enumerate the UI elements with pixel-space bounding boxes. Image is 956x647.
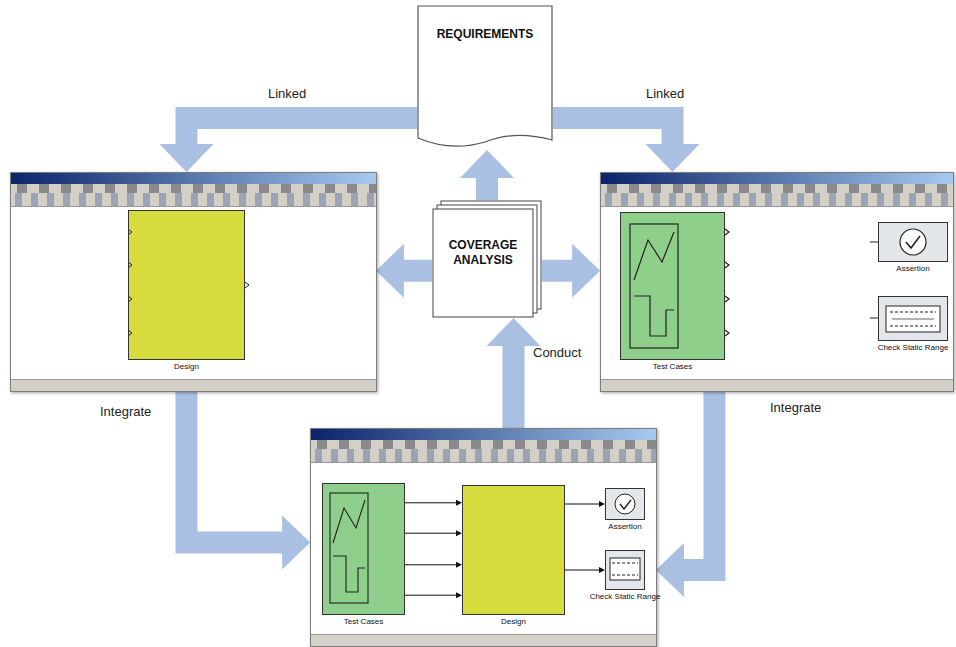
requirements-document: REQUIREMENTS (417, 5, 553, 150)
assertion-block: Assertion (605, 488, 645, 531)
menu-bar (311, 440, 656, 449)
arrow-shaft (187, 118, 418, 150)
flow-arrow (376, 244, 432, 298)
status-bar (11, 379, 376, 391)
harness-assertion-icon (605, 488, 645, 520)
status-bar (311, 634, 656, 646)
signal-wire (565, 501, 605, 507)
harness-test-cases-icon (322, 483, 405, 615)
harness-range-check-icon (605, 550, 645, 590)
test-cases-block: Test Cases (620, 212, 725, 371)
design-block-fill (128, 210, 249, 360)
wire-line (405, 502, 457, 503)
block-name: Design (440, 617, 587, 626)
flow-arrow (542, 244, 600, 298)
block-outline (620, 212, 725, 360)
title-bar (11, 173, 376, 184)
test-cases-block: Test Cases (322, 483, 405, 626)
arrow-shaft (553, 118, 673, 150)
block-outline (322, 483, 405, 615)
arrow-label: Linked (646, 86, 684, 101)
flow-arrow (460, 150, 514, 200)
wire-line (565, 570, 600, 571)
arrow-head (376, 244, 404, 298)
block-name: Check Static Range (583, 592, 667, 601)
assertion-block: Assertion (878, 222, 948, 273)
range-check-block: Check Static Range (878, 296, 948, 352)
toolbar (601, 193, 953, 207)
harness-design-fill (462, 485, 565, 615)
block-outline (462, 485, 565, 615)
coverage-document-stack: COVERAGE ANALYSIS (432, 200, 542, 318)
arrow-head (487, 318, 541, 346)
flow-arrow (160, 118, 418, 172)
block-name: Design (106, 362, 267, 371)
signal-wire (405, 500, 462, 506)
wire-line (405, 595, 457, 596)
arrow-head (282, 515, 310, 569)
arrow-head (656, 543, 684, 597)
flow-arrow (553, 118, 700, 172)
arrow-head (572, 244, 600, 298)
arrow-shaft (542, 260, 578, 282)
menu-bar (601, 184, 953, 193)
wire-line (405, 533, 457, 534)
range-check-icon (870, 296, 948, 341)
document-title: REQUIREMENTS (417, 5, 553, 42)
signal-wire (405, 592, 462, 598)
status-bar (601, 379, 953, 391)
signal-wire (565, 567, 605, 573)
block-outline (878, 296, 948, 341)
arrow-label: Linked (268, 86, 306, 101)
menu-bar (11, 184, 376, 193)
arrow-shaft (398, 260, 432, 282)
design-block: Design (128, 210, 245, 371)
design-window (10, 172, 377, 392)
toolbar (11, 193, 376, 207)
wire-line (405, 564, 457, 565)
arrow-head (646, 144, 700, 172)
toolbar (311, 449, 656, 463)
wire-line (565, 504, 600, 505)
block-name: Test Cases (598, 362, 747, 371)
arrow-head (460, 150, 514, 178)
block-outline (878, 222, 948, 262)
block-outline (605, 550, 645, 590)
arrow-label: Integrate (770, 400, 821, 415)
block-name: Assertion (856, 264, 956, 273)
block-name: Check Static Range (856, 343, 956, 352)
arrow-shaft (476, 172, 498, 200)
flow-arrow (656, 360, 715, 597)
design-block: Design (462, 485, 565, 626)
signal-wire (405, 562, 462, 568)
signal-wire (405, 530, 462, 536)
arrow-label: Conduct (533, 345, 581, 360)
arrow-label: Integrate (100, 404, 151, 419)
block-name: Assertion (583, 522, 667, 531)
range-check-block: Check Static Range (605, 550, 645, 601)
block-outline (128, 210, 245, 360)
test-cases-icon (620, 212, 729, 360)
document-outline (417, 5, 553, 150)
test-window (600, 172, 954, 392)
block-outline (605, 488, 645, 520)
assertion-icon (870, 222, 948, 262)
document-title: COVERAGE ANALYSIS (432, 238, 542, 268)
title-bar (601, 173, 953, 184)
title-bar (311, 429, 656, 440)
arrow-head (160, 144, 214, 172)
block-name: Test Cases (300, 617, 427, 626)
